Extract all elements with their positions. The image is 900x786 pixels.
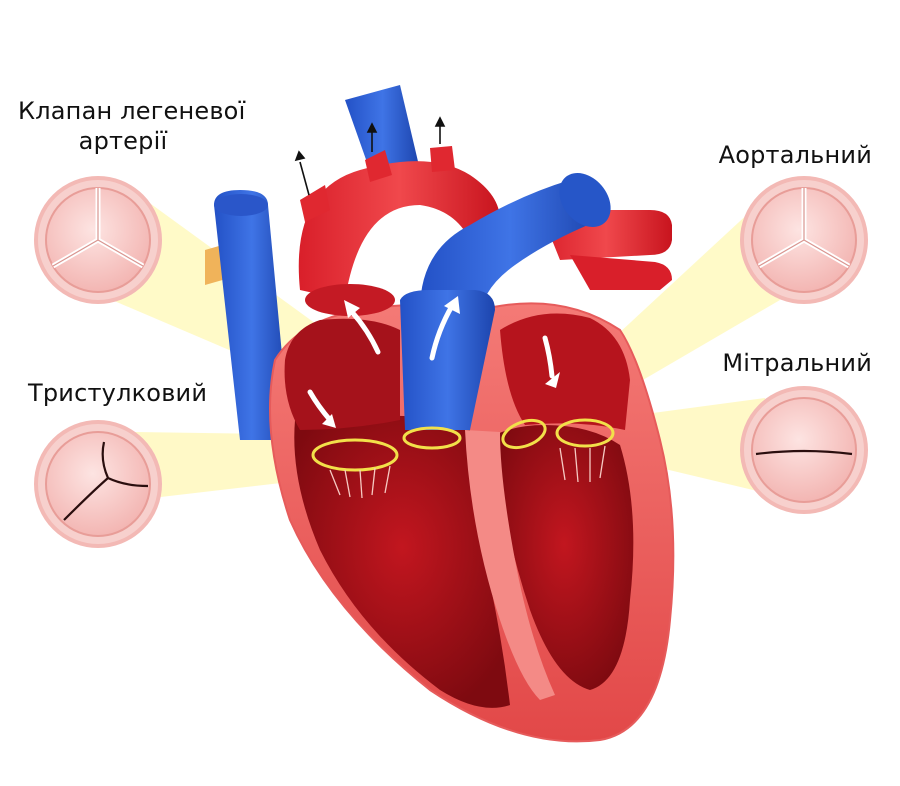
tricuspid-valve-label: Тристулковий: [28, 379, 208, 407]
great-vessels: [205, 85, 672, 440]
pulmonary-trunk-top: [345, 85, 420, 185]
pulmonary-artery-right-2: [570, 255, 672, 290]
pulmonary-valve-label: Клапан легеневої артерії: [18, 96, 246, 156]
flow-arrowheads: [322, 296, 560, 428]
aorta-branch-2: [365, 150, 392, 182]
aortic-valve-label: Аортальний: [718, 141, 872, 169]
chordae-tendineae: [329, 445, 606, 499]
aortic-valve-disc: [740, 176, 868, 304]
valve-rings: [311, 418, 615, 472]
pulmonary-valve-disc: [34, 176, 162, 304]
left-ventricle: [495, 425, 634, 690]
interventricular-septum: [465, 430, 555, 700]
pulmonary-valve-label-line1: Клапан легеневої: [18, 97, 246, 125]
branch-arrows: [294, 116, 446, 196]
left-atrium: [500, 313, 630, 430]
pulmonary-ring: [402, 426, 462, 450]
right-atrium: [284, 318, 400, 430]
arrow-pulmonary-up: [429, 303, 455, 361]
aortic-root-opening: [305, 284, 395, 316]
mitral-valve-disc: [740, 386, 868, 514]
flow-arrows: [307, 303, 555, 423]
pulmonary-trunk: [420, 180, 600, 320]
svc-opening: [214, 194, 268, 216]
arrow-left-atrium-down: [542, 335, 555, 379]
mitral-valve-label: Мітральний: [722, 349, 872, 377]
aortic-ring: [501, 418, 547, 450]
mitral-ring: [555, 418, 615, 448]
tricuspid-valve-disc: [34, 420, 162, 548]
aorta-branch-3: [430, 146, 455, 172]
arrow-ascending-aorta: [349, 309, 381, 355]
arrow-right-atrium-down: [307, 389, 333, 423]
right-outflow-tract: [400, 290, 495, 430]
pulmonary-trunk-opening: [559, 173, 611, 227]
aorta-branch-1: [300, 185, 330, 222]
pulmonary-valve-label-line2: артерії: [78, 127, 168, 155]
tricuspid-ring: [311, 438, 399, 472]
aortic-arch: [298, 161, 500, 300]
